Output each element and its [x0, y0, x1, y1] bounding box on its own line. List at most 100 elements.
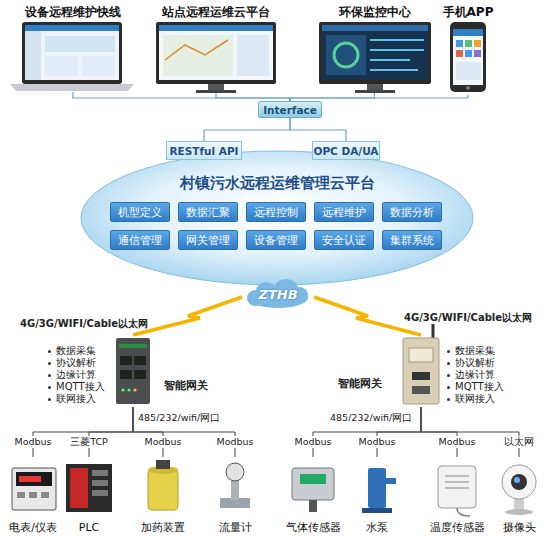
plc-terminal: [92, 480, 108, 486]
edge-label: Modbus: [143, 436, 182, 448]
screen: [159, 25, 273, 80]
field-device: 流量计: [210, 457, 260, 535]
screen-panel: [45, 56, 78, 76]
edge-label: 三菱TCP: [69, 436, 109, 448]
node-label: 流量计: [219, 521, 252, 535]
gateway-port: [134, 356, 146, 365]
node-label: ZTHB: [258, 287, 297, 302]
field-device: 水泵: [352, 457, 402, 535]
gateway-led: [127, 388, 130, 391]
node-label: RESTful API: [169, 145, 238, 157]
phone-screen: [453, 29, 483, 85]
meter-key: [29, 492, 37, 498]
bullet-item: 数据采集: [48, 345, 96, 357]
map-panel: [163, 35, 233, 76]
node-label: 气体传感器: [286, 521, 341, 535]
connector-line: [421, 407, 519, 457]
edge-label: 4G/3G/WIFI/Cable以太网: [404, 312, 532, 324]
plc-body: [66, 464, 112, 512]
function-button: 数据分析: [382, 202, 442, 222]
meter-key: [41, 492, 49, 498]
screen: [322, 25, 428, 80]
node-label: 电表/仪表: [9, 521, 57, 535]
interface-box: Interface: [258, 101, 322, 118]
gateway-panel: [409, 348, 433, 362]
monitor-stand: [208, 84, 224, 90]
sensor-display: [300, 474, 326, 484]
function-button: 远程维护: [314, 202, 374, 222]
node-label: 温度传感器: [430, 521, 485, 535]
node-label: 网关管理: [186, 233, 230, 248]
pump-outlet: [386, 478, 396, 484]
node-label: 摄像头: [503, 521, 536, 535]
edge-label: Modbus: [13, 436, 52, 448]
network-cloud: ZTHB: [242, 279, 314, 309]
laptop-base: [10, 84, 134, 91]
node-label: 环保监控中心: [339, 5, 411, 20]
bullet-item: 联网接入: [48, 393, 96, 405]
plc-module: [70, 468, 88, 508]
connector-line: [33, 407, 133, 457]
connector-line: [290, 118, 346, 141]
gas-sensor-illustration: [292, 468, 334, 512]
client-screen: 环保监控中心: [312, 5, 437, 93]
connector-group: [33, 92, 519, 457]
screen-lines: [370, 40, 424, 70]
edge-label: Modbus: [357, 436, 396, 448]
wireless-link: [314, 297, 421, 335]
node-label: 数据分析: [390, 205, 434, 220]
node-label: Interface: [263, 104, 317, 116]
function-button: 网关管理: [178, 230, 238, 250]
pump-illustration: [362, 468, 396, 513]
camera-lens: [511, 474, 527, 490]
bullet-item: 边缘计算: [48, 369, 96, 381]
client-phone: 手机APP: [432, 5, 504, 95]
monitor-base: [355, 90, 395, 93]
map-route: [165, 40, 228, 60]
field-device: 摄像头: [490, 457, 548, 535]
phone-illustration: [450, 22, 486, 92]
connector-line: [133, 407, 235, 457]
gateway-port: [412, 386, 430, 394]
gateway-led: [121, 388, 124, 391]
gateway-body: [116, 338, 150, 404]
port-label: 485/232/wifi/网口: [138, 412, 220, 424]
field-device: 温度传感器: [426, 457, 488, 535]
bullet-item: MQTT接入: [48, 381, 105, 393]
wireless-link: [133, 297, 242, 335]
smart-gateway: 数据采集协议解析边缘计算MQTT接入联网接入智能网关: [335, 335, 507, 407]
flowmeter-illustration: [220, 463, 250, 508]
screen-frame: [319, 22, 431, 84]
app-icon: [474, 40, 481, 47]
node-label: 智能网关: [338, 377, 382, 391]
app-icon: [456, 50, 463, 57]
screen-bar: [322, 25, 428, 31]
connector-line: [377, 407, 421, 457]
node-label: 通信管理: [118, 233, 162, 248]
plc-terminal: [92, 470, 108, 476]
sensor-body: [292, 468, 334, 500]
gateway-strip: [119, 344, 147, 348]
function-button: 数据汇聚: [178, 202, 238, 222]
screen-gauge: [334, 43, 358, 67]
port-label: 485/232/wifi/网口: [330, 412, 412, 424]
monitor-illustration: [156, 22, 276, 93]
function-button: 集群系统: [382, 230, 442, 250]
meter-body: [12, 468, 56, 510]
gateway-illustration: [116, 338, 150, 404]
screen-panel: [237, 35, 269, 76]
monitor-stand: [367, 84, 383, 90]
camera-head: [502, 465, 536, 499]
function-button: 通信管理: [110, 230, 170, 250]
meter-key: [17, 492, 25, 498]
screen-panel: [326, 35, 366, 75]
dosing-pump: [156, 460, 170, 469]
field-device: 电表/仪表: [6, 457, 60, 535]
plc-terminal: [92, 490, 108, 496]
gateway-illustration: [403, 324, 439, 404]
flow-gauge: [226, 463, 244, 481]
